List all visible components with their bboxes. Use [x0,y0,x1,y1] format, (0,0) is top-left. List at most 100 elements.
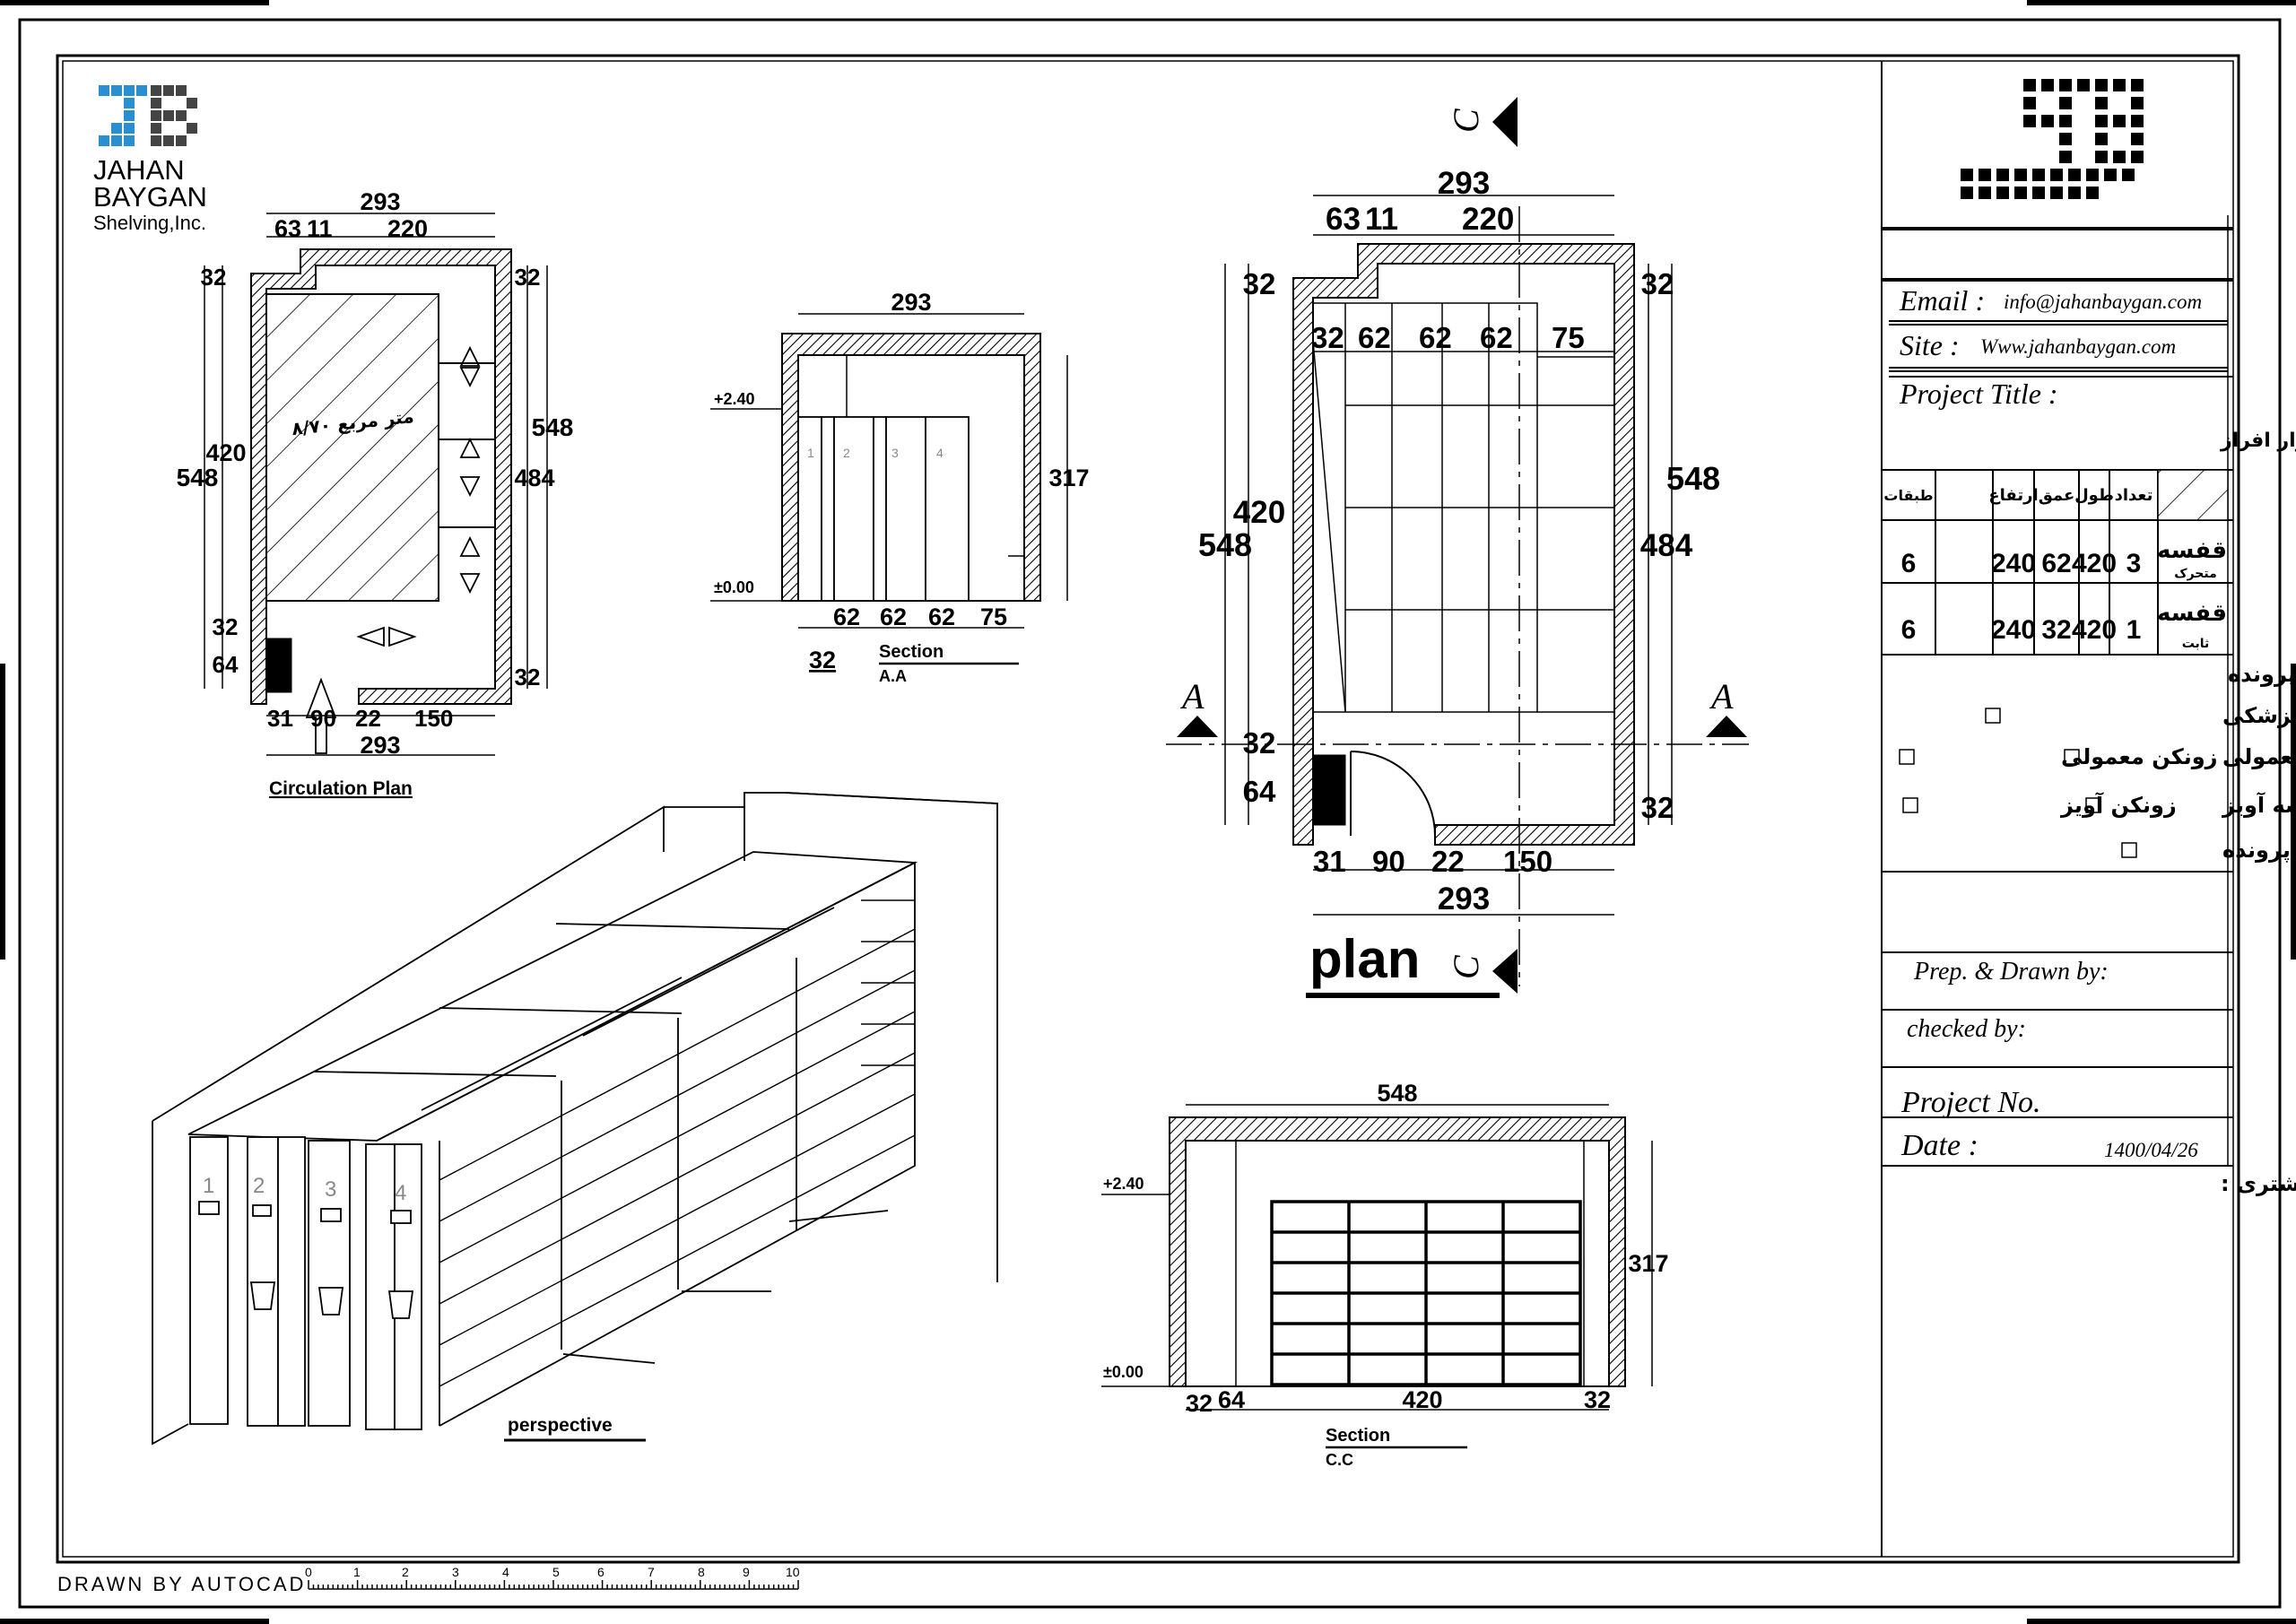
checkbox-hanging-folder[interactable] [2085,797,2101,813]
checked-label: checked by: [1907,1015,2026,1043]
svg-text:8: 8 [698,1565,705,1579]
email-label: Email : [1899,284,1985,317]
plan-dim-right-total: 548 [1666,460,1720,497]
svg-text:4: 4 [502,1565,509,1579]
cc-sub: C.C [1326,1451,1353,1469]
scale-bar [308,1580,799,1590]
option-regular-folder: پوشه معمولی [2222,744,2296,769]
prep-label: Prep. & Drawn by: [1913,958,2109,986]
svg-text:1: 1 [203,1174,214,1198]
plan-dim-left-b1: 32 [1243,726,1276,760]
th-shelves: طبقات [1883,487,1933,504]
file-type-options: پوشه مدارک پزشکی پوشه معمولی زونکن معمول… [1899,703,2296,863]
plan-dim-bot-total: 293 [1438,881,1490,916]
marker-c-bottom: C [1446,954,1486,979]
checkbox-medical-folder[interactable] [1985,708,2001,724]
option-file: پرونده [2222,838,2291,863]
checkbox-hanging-binder[interactable] [1902,797,1918,813]
dim-left-b2: 64 [213,651,239,678]
row2-height: 240 [1991,615,2036,645]
shelf-lines [439,899,916,1387]
plan-dim-right-top: 32 [1641,267,1674,300]
project-title-label: Project Title : [1899,378,2058,410]
svg-text:3: 3 [452,1565,459,1579]
aa-dim-top: 293 [891,289,931,316]
dim-right-total: 548 [532,413,574,441]
dim-bot-d: 150 [414,705,453,732]
dim-top-b: 11 [307,215,333,242]
plan-dim-left-mid: 420 [1233,495,1285,530]
cc-dim-b3: 420 [1402,1386,1442,1413]
cc-dim-b1: 32 [1186,1390,1213,1417]
row1-depth: 62 [2041,549,2071,578]
date-value: 1400/04/26 [2104,1139,2198,1161]
arrow-icons [305,345,481,754]
plan-dim-top-c: 220 [1462,202,1514,237]
plan-title: plan [1309,929,1420,989]
section-aa: 1 2 3 4 293 317 62 62 62 75 32 +2.40 ±0.… [710,289,1090,685]
plan-dim-top-total: 293 [1438,166,1490,201]
option-medical-folder: پوشه مدارک پزشکی [2222,703,2296,728]
option-regular-binder: زونکن معمولی [2061,744,2218,769]
aa-dim-right: 317 [1048,465,1089,491]
row2-shelves: 6 [1901,615,1917,645]
title-block: Email : info@jahanbaygan.com Site : Www.… [1882,79,2296,1196]
dim-bot-b: 90 [310,705,336,732]
row1-name: قفسه [2157,537,2227,564]
file-type-label: نوع پرونده [2228,662,2296,687]
mobile-unit-ends [189,1136,422,1430]
row1-sub: متحرک [2174,567,2217,581]
th-length: طول [2074,486,2114,505]
shelving-front-grid [1270,1200,1582,1386]
aa-level-top: +2.40 [714,390,755,408]
row1-height: 240 [1991,549,2036,578]
th-depth: عمق [2039,486,2075,505]
option-hanging-binder: زونکن آویز [2060,792,2177,818]
svg-text:2: 2 [402,1565,409,1579]
row2-count: 1 [2126,615,2142,645]
dim-right-mid: 484 [514,465,554,491]
shelving-plan [1312,302,1614,713]
row1-length: 420 [2072,549,2117,578]
marker-a-right: A [1709,676,1734,716]
row2-sub: ثابت [2182,637,2210,651]
plan-dim-top-a: 63 [1326,202,1361,237]
plan-dim-top-b: 11 [1365,202,1398,237]
logo-icon [99,85,147,146]
email-value: info@jahanbaygan.com [2004,291,2202,313]
svg-text:9: 9 [743,1565,750,1579]
site-label: Site : [1900,329,1960,361]
svg-text:3: 3 [325,1177,336,1202]
dim-top-c: 220 [387,215,428,242]
plan-dim-right-mid: 484 [1640,528,1693,563]
aa-dim-b0: 32 [809,647,836,673]
logo-line1: JAHAN [93,154,185,186]
drawn-by-label: DRAWN BY AUTOCAD [57,1573,306,1595]
dim-bot-total: 293 [360,732,400,759]
plan-dim-left-top: 32 [1243,267,1276,300]
svg-text:4: 4 [936,446,944,460]
svg-text:7: 7 [648,1565,655,1579]
dim-bot-a: 31 [267,705,293,732]
checkbox-file[interactable] [2121,842,2137,858]
aa-dim-b4: 75 [980,604,1007,630]
aa-dim-b2: 62 [880,604,907,630]
svg-text:2: 2 [253,1174,265,1198]
svg-text:4: 4 [395,1181,406,1205]
checkbox-regular-binder[interactable] [1899,749,1915,765]
date-label: Date : [1900,1129,1979,1162]
svg-text:5: 5 [552,1565,560,1579]
unit-number-labels: 1 2 3 4 [807,446,944,460]
plan-dim-row-a: 32 [1311,321,1344,354]
checkbox-regular-folder[interactable] [2064,749,2080,765]
section-cc: 548 317 32 64 420 32 +2.40 ±0.00 Section… [1101,1080,1669,1469]
option-hanging-folder: پوشه آویز [2222,792,2296,818]
cc-level-base: ±0.00 [1103,1363,1144,1381]
dim-bot-c: 22 [355,705,381,732]
plan-dim-row-c: 62 [1419,321,1452,354]
plan-dim-row-e: 75 [1552,321,1585,354]
project-title: شرکت گاز های صنعتی دلوار افراز [2220,428,2296,452]
th-count: تعداد [2115,486,2153,505]
svg-text:1: 1 [807,446,814,460]
